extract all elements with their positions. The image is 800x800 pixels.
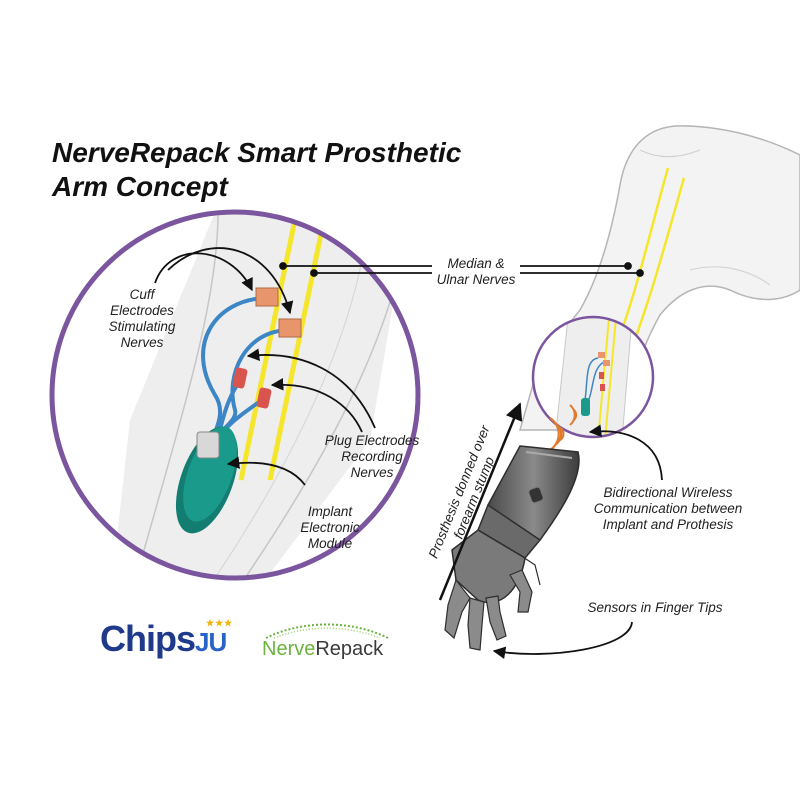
cuff-electrode-1 bbox=[255, 287, 279, 307]
title-line-2: Arm Concept bbox=[52, 171, 228, 202]
title-line-1: NerveRepack Smart Prosthetic bbox=[52, 137, 462, 168]
prosthesis-direction-arrow bbox=[438, 402, 523, 601]
nerverepack-logo: NerveRepack bbox=[262, 638, 384, 660]
label-median-ulnar-nerves: Median & Ulnar Nerves bbox=[436, 256, 516, 287]
chips-ju-logo: ChipsJU ★★★ bbox=[100, 618, 234, 659]
label-wireless-communication: Bidirectional Wireless Communication bet… bbox=[593, 485, 743, 532]
plug-electrode-2 bbox=[256, 387, 272, 409]
wireless-icon-small bbox=[569, 404, 578, 426]
page-title: NerveRepack Smart Prosthetic Arm Concept bbox=[52, 136, 461, 204]
label-plug-electrodes: Plug Electrodes Recording Nerves bbox=[324, 433, 420, 480]
big-detail-circle bbox=[49, 209, 421, 581]
implant-module bbox=[175, 426, 239, 534]
prosthetic-hand bbox=[444, 445, 580, 651]
plug-electrode-1 bbox=[232, 367, 248, 389]
leader-lines bbox=[154, 247, 663, 660]
cuff-electrode-2 bbox=[278, 318, 302, 338]
label-cuff-electrodes: Cuff Electrodes Stimulating Nerves bbox=[108, 287, 176, 350]
wireless-icon-prosthesis bbox=[549, 417, 565, 451]
label-implant-module: Implant Electronic Module bbox=[300, 504, 360, 551]
label-finger-sensors: Sensors in Finger Tips bbox=[587, 600, 723, 615]
nerve-lines bbox=[238, 212, 330, 481]
nerverepack-logo-arc bbox=[265, 623, 389, 639]
small-detail-circle bbox=[531, 315, 655, 439]
stars-icon: ★★★ bbox=[206, 618, 234, 628]
